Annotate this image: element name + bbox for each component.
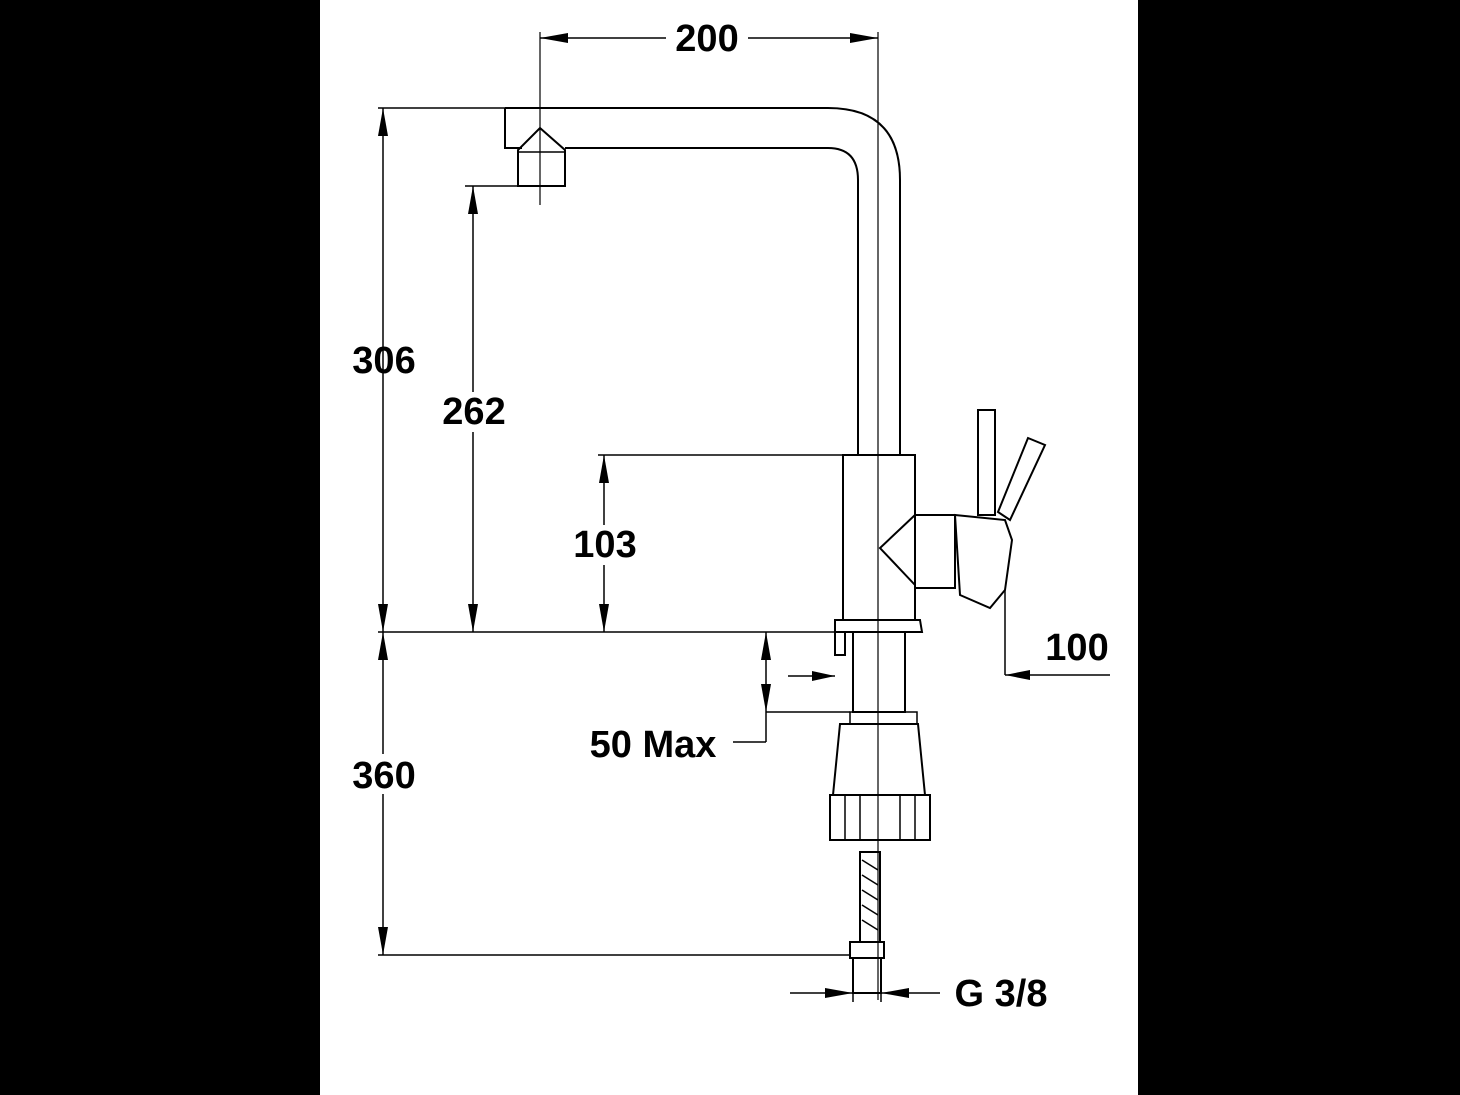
- dimension-lines: [378, 33, 1110, 1002]
- dimension-label-100: 100: [1045, 627, 1108, 669]
- dimension-label-50-max: 50 Max: [590, 724, 717, 766]
- dimension-label-200: 200: [675, 18, 738, 60]
- center-lines: [539, 32, 879, 1000]
- drawing-sheet: [320, 0, 1138, 1095]
- dimension-label-306: 306: [352, 340, 415, 382]
- dimension-label-103: 103: [573, 524, 636, 566]
- dimension-label-g-3-8: G 3/8: [955, 973, 1048, 1015]
- faucet-outline: [504, 107, 1047, 994]
- dimension-label-262: 262: [442, 391, 505, 433]
- dimension-label-360: 360: [352, 755, 415, 797]
